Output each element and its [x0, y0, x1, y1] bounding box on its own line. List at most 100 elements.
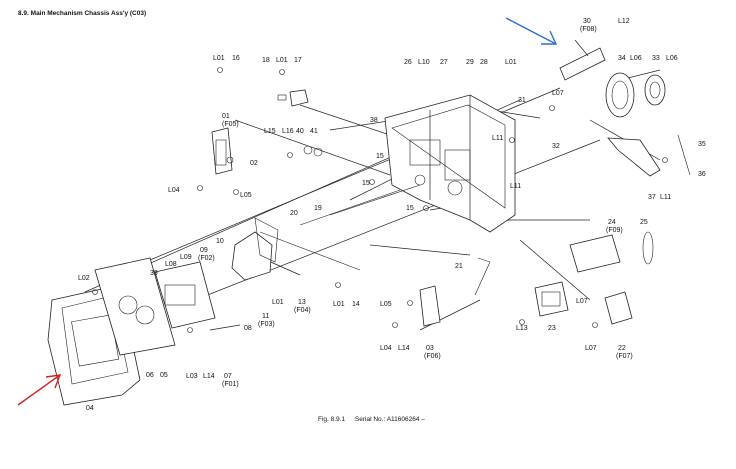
part-03: [419, 285, 441, 327]
blue-arrow: [505, 17, 558, 45]
part-label: 35: [698, 141, 706, 148]
part-label: L01: [276, 57, 288, 64]
part-label: 01: [222, 113, 230, 120]
arm-35: [607, 134, 691, 177]
part-label: 41: [310, 128, 318, 135]
head-assembly: [154, 261, 241, 331]
part-21: [474, 257, 491, 296]
part-label: L11: [510, 183, 521, 190]
figure-number: Fig. 8.9.1: [318, 416, 346, 423]
part-label: (F05): [222, 121, 239, 128]
bracket-01: [211, 127, 233, 175]
part-30: [559, 39, 606, 81]
part-label: 18: [262, 57, 270, 64]
part-label: 06: [146, 372, 154, 379]
part-label: 03: [426, 345, 434, 352]
part-labels: L01 16 18 L01 17 26 L10 27 29 28 L01 30 …: [78, 18, 706, 412]
part-label: 38: [370, 117, 378, 124]
part-label: 34: [618, 55, 626, 62]
part-label: L13: [516, 325, 528, 332]
part-label: L02: [78, 275, 90, 282]
diagram-header: 8.9. Main Mechanism Chassis Ass'y (C03): [18, 10, 146, 17]
part-label: L14: [398, 345, 410, 352]
part-label: 29: [466, 59, 474, 66]
part-label: 04: [86, 405, 94, 412]
reel-assembly: [605, 72, 666, 118]
part-label: L14: [203, 373, 215, 380]
part-label: (F07): [616, 353, 633, 360]
part-label: L07: [552, 90, 564, 97]
part-label: L12: [618, 18, 630, 25]
part-label: 23: [548, 325, 556, 332]
part-label: 28: [480, 59, 488, 66]
part-label: 19: [314, 205, 322, 212]
back-panel: [94, 257, 176, 356]
part-22: [604, 291, 633, 325]
part-label: 11: [262, 313, 269, 320]
part-label: L05: [380, 301, 392, 308]
part-label: 21: [455, 263, 463, 270]
part-label: 33: [652, 55, 660, 62]
part-label: 39: [150, 270, 158, 277]
part-label: 25: [640, 219, 648, 226]
part-24: [569, 231, 654, 273]
part-label: 32: [552, 143, 560, 150]
red-arrow: [17, 374, 62, 406]
part-label: 15: [362, 180, 370, 187]
part-label: L10: [418, 59, 430, 66]
part-label: L04: [168, 187, 180, 194]
part-label: 40: [296, 128, 304, 135]
part-label: L15: [264, 128, 276, 135]
part-label: 27: [440, 59, 448, 66]
part-label: 08: [244, 325, 252, 332]
diagram-title: Main Mechanism Chassis Ass'y (C03): [30, 10, 147, 17]
part-label: L07: [576, 298, 588, 305]
part-label: L01: [213, 55, 225, 62]
part-label: L01: [272, 299, 284, 306]
part-label: L06: [666, 55, 678, 62]
part-label: 37: [648, 194, 656, 201]
part-label: 09: [200, 247, 208, 254]
part-label: L03: [186, 373, 198, 380]
part-label: 07: [224, 373, 232, 380]
part-label: 30: [583, 18, 591, 25]
figure-caption: Fig. 8.9.1 Serial No.: A11606264 –: [318, 416, 433, 423]
part-label: 02: [250, 160, 258, 167]
part-label: 13: [298, 299, 306, 306]
small-parts-top: [226, 89, 323, 164]
part-label: 10: [216, 238, 224, 245]
part-label: 26: [404, 59, 412, 66]
part-label: L01: [333, 301, 345, 308]
part-label: L07: [585, 345, 597, 352]
part-label: 16: [232, 55, 240, 62]
part-label: 17: [294, 57, 302, 64]
part-label: L06: [630, 55, 642, 62]
part-label: L11: [492, 135, 503, 142]
part-label: 15: [406, 205, 414, 212]
part-label: L16: [282, 128, 294, 135]
part-label: 14: [352, 301, 360, 308]
part-label: L05: [240, 192, 252, 199]
fasteners: [92, 67, 668, 333]
part-label: (F01): [222, 381, 239, 388]
part-label: L11: [660, 194, 671, 201]
part-label: 05: [160, 372, 168, 379]
part-label: 36: [698, 171, 706, 178]
part-label: 31: [518, 97, 526, 104]
part-label: (F06): [424, 353, 441, 360]
part-label: 20: [290, 210, 298, 217]
guide-shafts: [259, 184, 421, 271]
part-label: L04: [380, 345, 392, 352]
part-label: 15: [376, 153, 384, 160]
part-label: L09: [180, 254, 192, 261]
part-23: [534, 281, 569, 317]
part-label: L08: [165, 261, 177, 268]
part-label: 24: [608, 219, 616, 226]
part-label: 22: [618, 345, 626, 352]
part-label: (F09): [606, 227, 623, 234]
section-number: 8.9.: [18, 10, 29, 17]
part-label: (F04): [294, 307, 311, 314]
serial-number: Serial No.: A11606264 –: [354, 416, 425, 423]
part-label: (F02): [198, 255, 215, 262]
